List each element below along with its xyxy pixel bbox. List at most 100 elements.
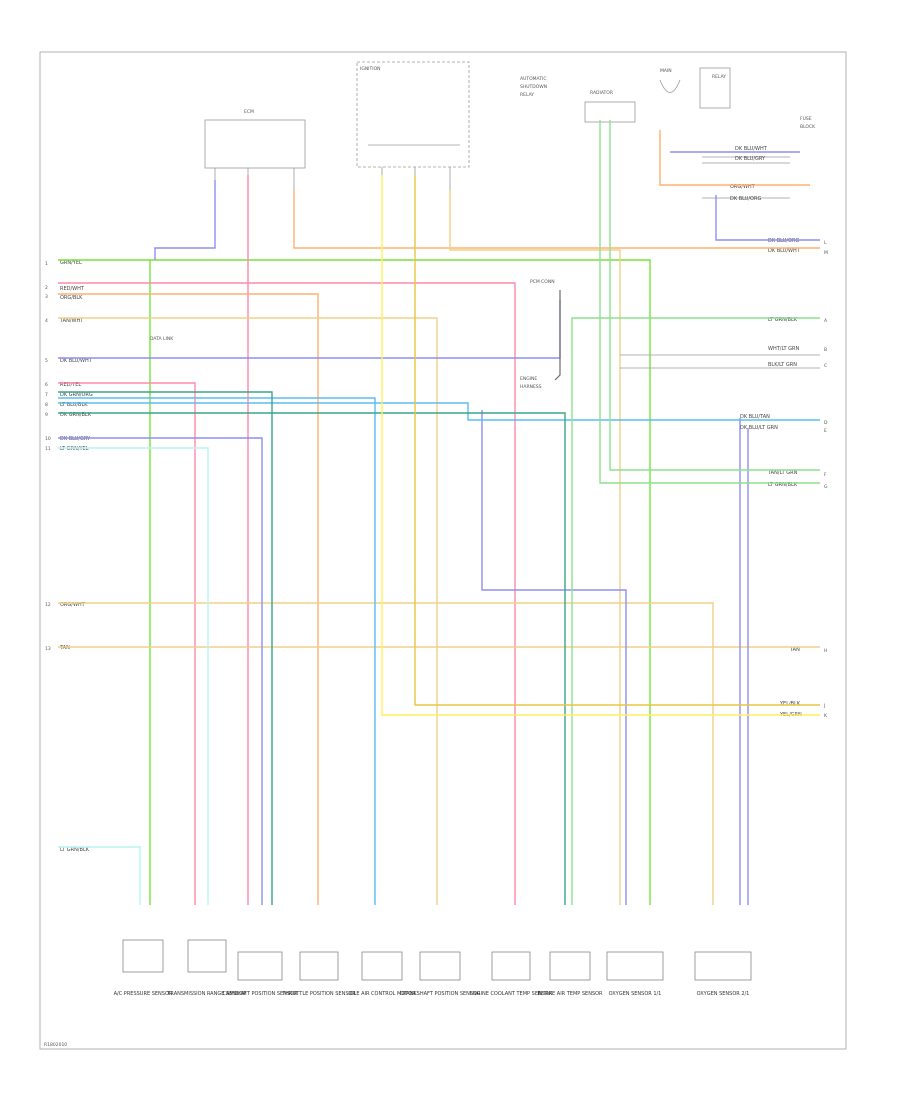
svg-text:SHUTDOWN: SHUTDOWN bbox=[520, 84, 547, 90]
comp-box-5 bbox=[361, 951, 403, 981]
comp-label-8: INTAKE AIR TEMP SENSOR bbox=[537, 991, 603, 997]
svg-text:ECM: ECM bbox=[244, 109, 254, 115]
svg-text:YEL/BLK: YEL/BLK bbox=[779, 701, 801, 707]
svg-text:ORG/WHT: ORG/WHT bbox=[730, 184, 756, 190]
svg-text:1: 1 bbox=[45, 261, 48, 267]
wire-blue-4 bbox=[481, 410, 627, 905]
svg-text:TAN: TAN bbox=[789, 647, 800, 653]
wire-blue-3 bbox=[58, 437, 263, 905]
wire-lightgreen-3 bbox=[609, 120, 820, 471]
wire-orange-top bbox=[293, 190, 820, 249]
svg-text:FUSE: FUSE bbox=[800, 116, 812, 122]
svg-text:E: E bbox=[824, 428, 827, 434]
svg-text:DK GRN/BLK: DK GRN/BLK bbox=[60, 412, 92, 418]
comp-label-4: THROTTLE POSITION SENSOR bbox=[281, 991, 356, 997]
comp-box-1 bbox=[122, 939, 164, 973]
wire-green-main bbox=[58, 259, 651, 905]
wire-lightblue-1 bbox=[58, 402, 820, 421]
svg-text:DK BLU/ORG: DK BLU/ORG bbox=[730, 196, 761, 202]
svg-text:8: 8 bbox=[45, 402, 48, 408]
wire-tan-2 bbox=[58, 602, 714, 905]
comp-label-2: TRANSMISSION RANGE SENSOR bbox=[166, 991, 247, 997]
svg-text:IGNITION: IGNITION bbox=[360, 66, 381, 72]
svg-text:HARNESS: HARNESS bbox=[520, 384, 542, 390]
svg-text:ORG/BLK: ORG/BLK bbox=[60, 295, 83, 301]
svg-text:H: H bbox=[824, 648, 827, 654]
wire-blue-2 bbox=[58, 300, 561, 359]
wire-tan-4 bbox=[449, 190, 621, 905]
svg-text:LT GRN/YEL: LT GRN/YEL bbox=[60, 446, 89, 452]
svg-text:LT BLU/BLK: LT BLU/BLK bbox=[60, 402, 88, 408]
wire-yellow-2 bbox=[414, 175, 820, 706]
right-pin-labels: LT GRN/BLK WHT/LT GRN BLK/LT GRN DK BLU/… bbox=[730, 146, 802, 718]
svg-text:L: L bbox=[824, 240, 827, 246]
comp-label-6: CRANKSHAFT POSITION SENSOR bbox=[399, 991, 481, 997]
svg-text:B: B bbox=[824, 347, 827, 353]
svg-text:RELAY: RELAY bbox=[712, 74, 726, 80]
svg-text:F: F bbox=[824, 472, 827, 478]
comp-box-6 bbox=[419, 951, 461, 981]
wires bbox=[58, 120, 820, 905]
svg-text:12: 12 bbox=[45, 602, 51, 608]
diagram-id: R1802010 bbox=[44, 1042, 67, 1048]
comp-label-7: ENGINE COOLANT TEMP SENSOR bbox=[470, 991, 553, 997]
comp-label-3: CAMSHAFT POSITION SENSOR bbox=[222, 991, 298, 997]
svg-text:DK BLU/WHT: DK BLU/WHT bbox=[768, 248, 801, 254]
svg-text:WHT/LT GRN: WHT/LT GRN bbox=[768, 346, 800, 352]
svg-text:G: G bbox=[824, 484, 828, 490]
svg-text:7: 7 bbox=[45, 392, 48, 398]
svg-text:BLK/LT GRN: BLK/LT GRN bbox=[768, 362, 797, 368]
comp-box-3 bbox=[237, 951, 283, 981]
svg-text:3: 3 bbox=[45, 294, 48, 300]
svg-text:C: C bbox=[824, 363, 827, 369]
left-pin-labels: GRN/YEL RED/WHT ORG/BLK TAN/WHT DK BLU/W… bbox=[59, 260, 93, 853]
svg-text:LT GRN/BLK: LT GRN/BLK bbox=[768, 482, 798, 488]
comp-box-2 bbox=[187, 939, 227, 973]
comp-label-9: OXYGEN SENSOR 1/1 bbox=[609, 991, 662, 997]
svg-text:DK BLU/GRY: DK BLU/GRY bbox=[735, 156, 766, 162]
svg-text:M: M bbox=[824, 250, 828, 256]
wire-cyan-1 bbox=[58, 447, 209, 905]
comp-box-7 bbox=[491, 951, 531, 981]
svg-text:DK BLU/ORG: DK BLU/ORG bbox=[768, 238, 799, 244]
svg-text:6: 6 bbox=[45, 382, 48, 388]
wire-orange-1 bbox=[58, 293, 319, 905]
right-pin-numbers: ABC DE FG HJK LM bbox=[823, 240, 828, 719]
wire-red-3 bbox=[58, 382, 196, 905]
wire-teal-2 bbox=[58, 412, 566, 905]
svg-text:AUTOMATIC: AUTOMATIC bbox=[520, 76, 547, 82]
wire-lightgreen-1 bbox=[571, 317, 820, 905]
svg-text:DK BLU/WHT: DK BLU/WHT bbox=[735, 146, 768, 152]
component-boxes bbox=[122, 939, 752, 981]
svg-text:DATA LINK: DATA LINK bbox=[150, 336, 174, 342]
wire-yellow-1 bbox=[381, 175, 820, 716]
wire-red-1 bbox=[58, 282, 516, 905]
top-stubs bbox=[214, 167, 451, 190]
svg-text:5: 5 bbox=[45, 358, 48, 364]
wire-blue-1 bbox=[154, 180, 216, 260]
svg-text:10: 10 bbox=[45, 436, 51, 442]
svg-text:LT GRN/BLK: LT GRN/BLK bbox=[60, 847, 90, 853]
comp-label-10: OXYGEN SENSOR 2/1 bbox=[697, 991, 750, 997]
svg-text:K: K bbox=[824, 713, 828, 719]
svg-text:RED/YEL: RED/YEL bbox=[60, 382, 81, 388]
svg-text:ORG/WHT: ORG/WHT bbox=[60, 602, 86, 608]
comp-label-1: A/C PRESSURE SENSOR bbox=[114, 991, 173, 997]
svg-text:DK BLU/LT GRN: DK BLU/LT GRN bbox=[740, 425, 778, 431]
svg-text:9: 9 bbox=[45, 412, 48, 418]
svg-text:DK GRN/ORG: DK GRN/ORG bbox=[60, 392, 93, 398]
comp-label-5: IDLE AIR CONTROL MOTOR bbox=[348, 991, 416, 997]
svg-text:13: 13 bbox=[45, 646, 51, 652]
svg-text:TAN/LT GRN: TAN/LT GRN bbox=[767, 470, 798, 476]
svg-text:J: J bbox=[823, 703, 825, 709]
svg-text:ENGINE: ENGINE bbox=[520, 376, 537, 382]
svg-text:2: 2 bbox=[45, 285, 48, 291]
comp-box-8 bbox=[549, 951, 591, 981]
svg-text:4: 4 bbox=[45, 318, 48, 324]
svg-text:A: A bbox=[824, 318, 828, 324]
svg-text:GRN/YEL: GRN/YEL bbox=[60, 260, 82, 266]
comp-box-10 bbox=[694, 951, 752, 981]
top-tiny-labels: ECM IGNITION AUTOMATIC SHUTDOWN RELAY RA… bbox=[150, 66, 816, 390]
